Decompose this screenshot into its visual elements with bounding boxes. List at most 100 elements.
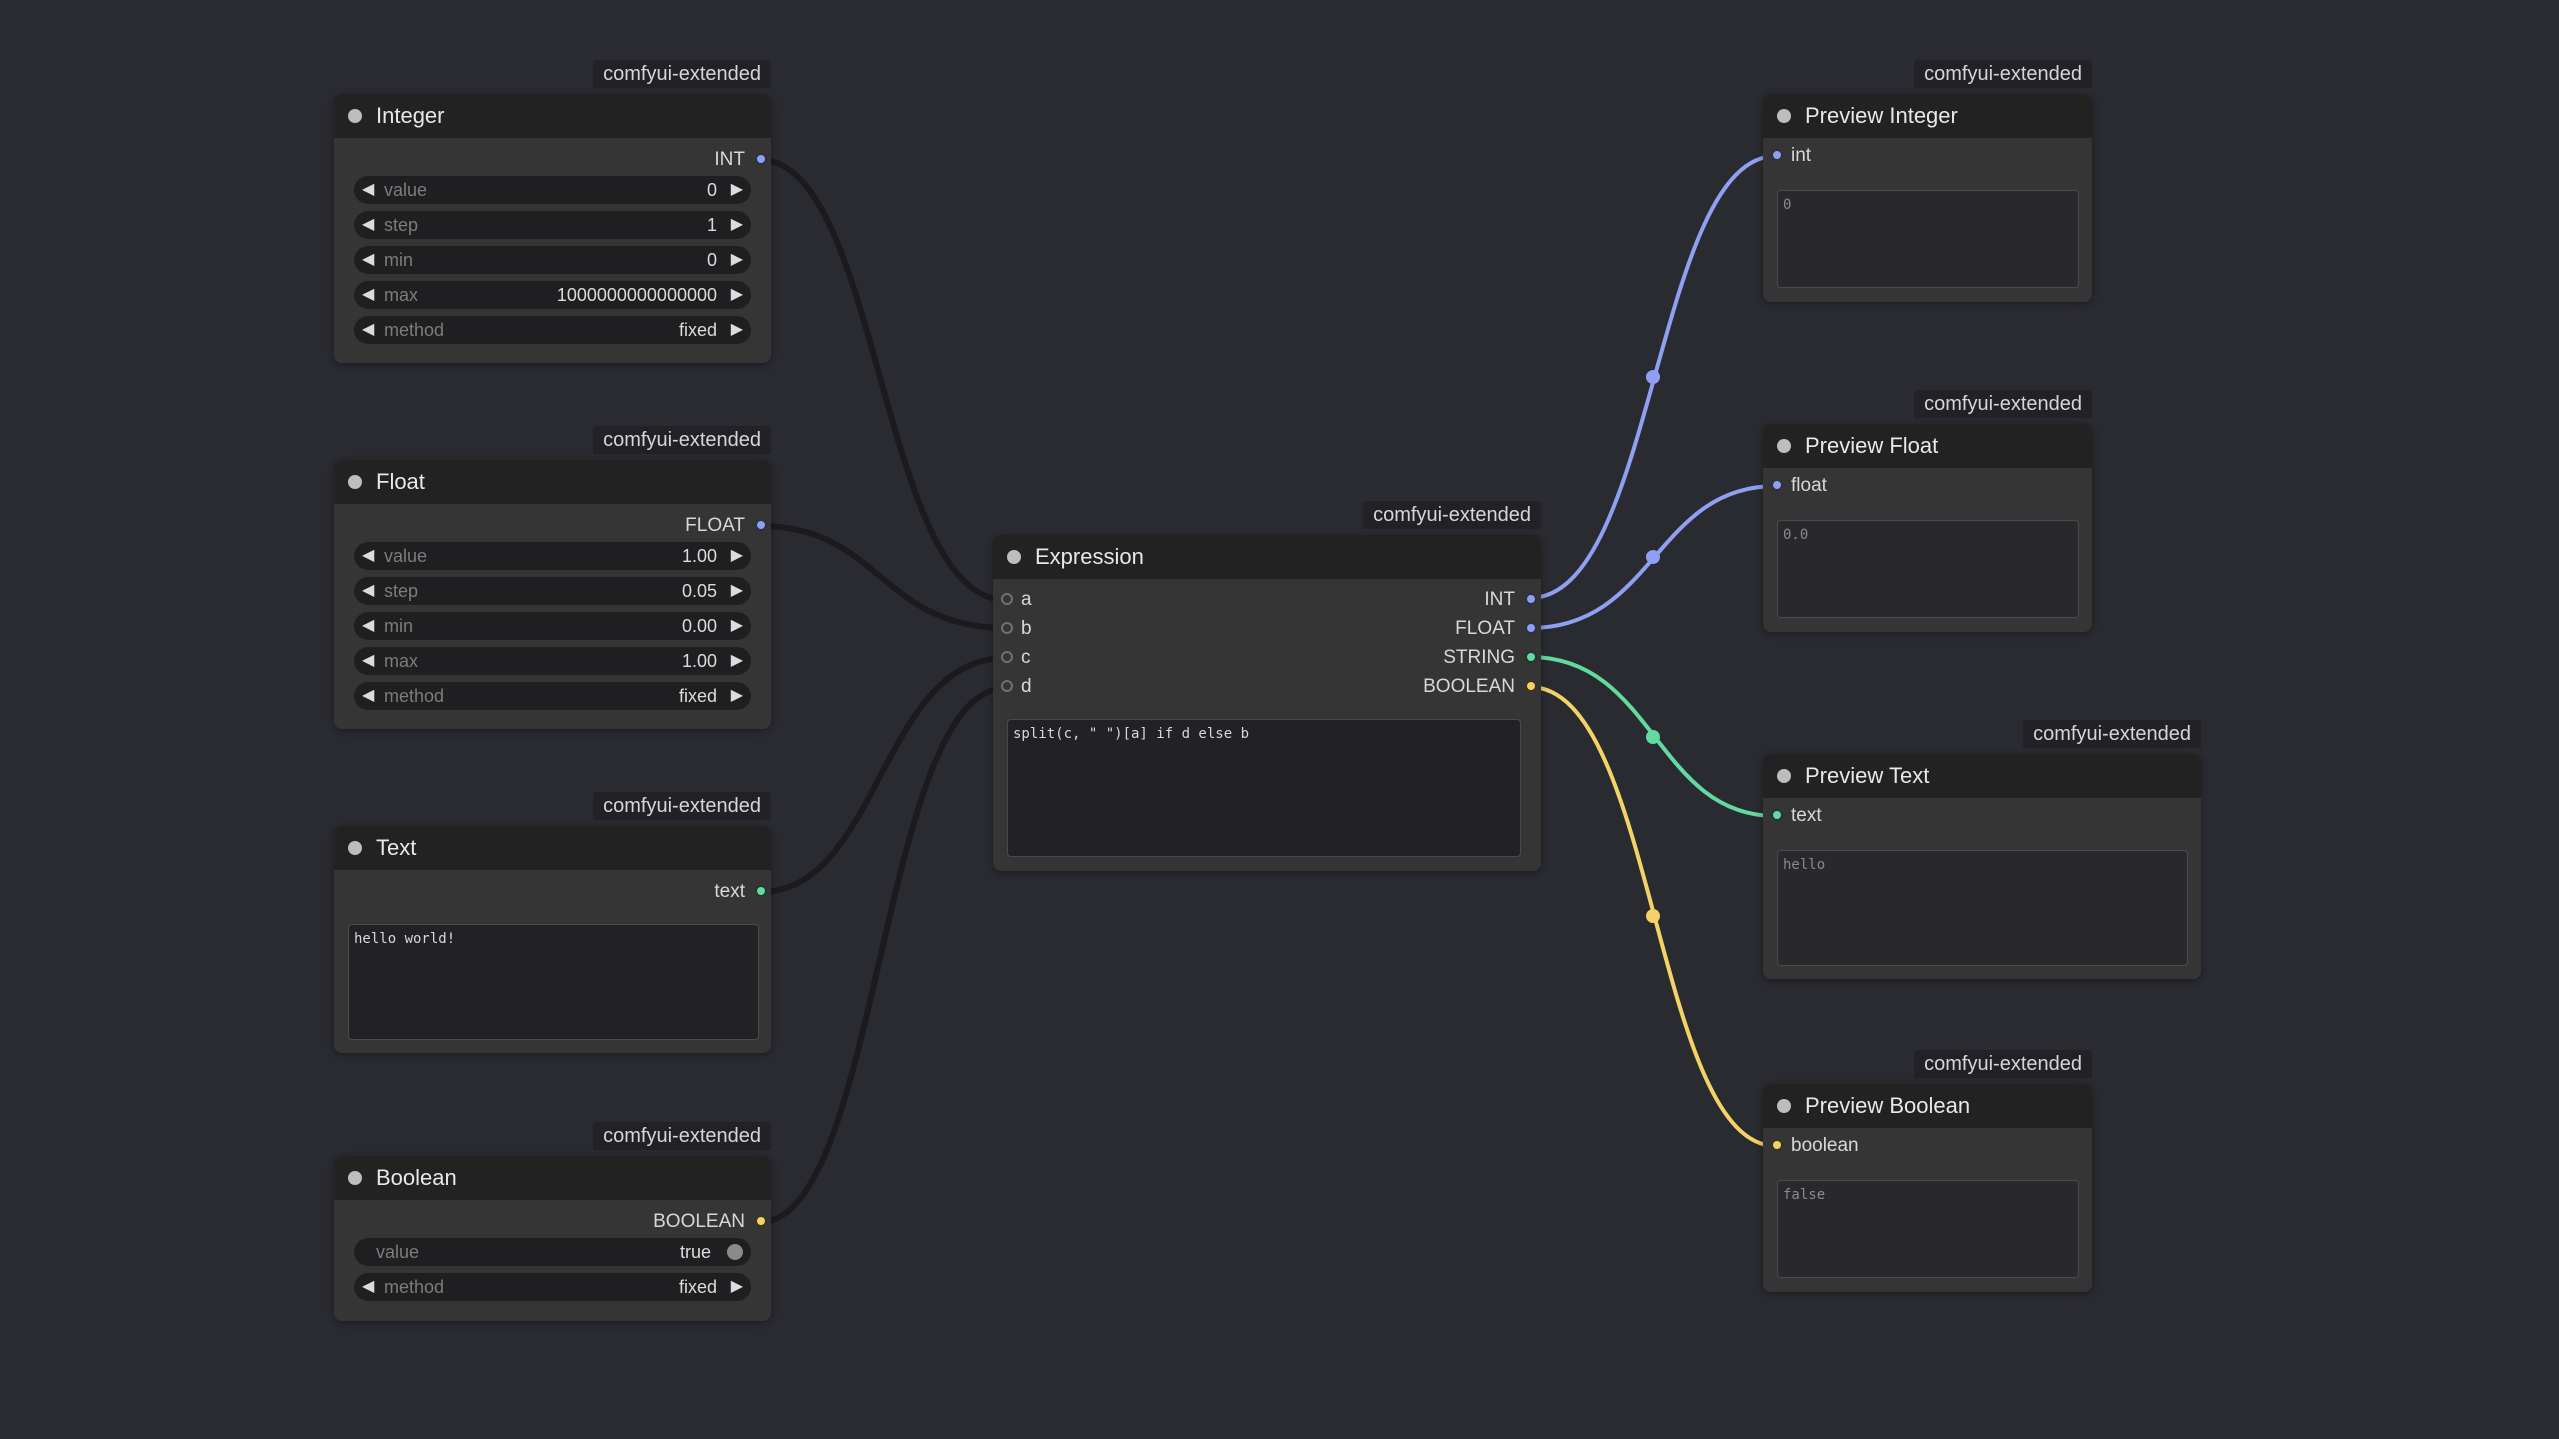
output-slot-float[interactable]: FLOAT [571,513,771,539]
triangle-right-icon[interactable]: ▶ [730,216,743,233]
link-midpoint-int[interactable] [1646,370,1660,384]
triangle-right-icon[interactable]: ▶ [730,582,743,599]
output-slot-float[interactable]: FLOAT [1321,616,1541,642]
input-slot-c[interactable]: c [993,645,1193,671]
triangle-left-icon[interactable]: ◀ [362,181,375,198]
text-node[interactable]: comfyui-extended Text text hello world! [334,792,771,1053]
boolean-node[interactable]: comfyui-extended Boolean BOOLEAN value t… [334,1122,771,1321]
link-midpoint-boolean[interactable] [1646,909,1660,923]
widget-step[interactable]: ◀ step 1 ▶ [354,211,751,239]
link-int-to-a[interactable] [759,157,1007,603]
widget-method[interactable]: ◀ method fixed ▶ [354,316,751,344]
input-slot-d[interactable]: d [993,674,1193,700]
widget-min[interactable]: ◀ min 0.00 ▶ [354,612,751,640]
input-slot-boolean[interactable]: boolean [1763,1133,1963,1159]
triangle-right-icon[interactable]: ▶ [730,652,743,669]
input-slot-b[interactable]: b [993,616,1193,642]
link-float-to-b[interactable] [759,523,1007,631]
input-slot-float[interactable]: float [1763,473,1963,499]
widget-max[interactable]: ◀ max 1.00 ▶ [354,647,751,675]
preview-float-node[interactable]: comfyui-extended Preview Float float 0.0 [1763,390,2092,632]
socket-icon[interactable] [1771,149,1783,161]
output-slot-boolean[interactable]: BOOLEAN [571,1209,771,1235]
triangle-left-icon[interactable]: ◀ [362,216,375,233]
circle-dot-icon[interactable] [1777,439,1791,453]
socket-icon[interactable] [755,519,767,531]
link-midpoint-string[interactable] [1646,730,1660,744]
triangle-right-icon[interactable]: ▶ [730,687,743,704]
node-header[interactable]: Float [334,460,771,504]
node-header[interactable]: Preview Text [1763,754,2201,798]
socket-icon[interactable] [1771,809,1783,821]
circle-dot-icon[interactable] [348,475,362,489]
expression-input[interactable]: split(c, " ")[a] if d else b [1007,719,1521,857]
widget-value[interactable]: ◀ value 1.00 ▶ [354,542,751,570]
triangle-right-icon[interactable]: ▶ [730,1278,743,1295]
triangle-right-icon[interactable]: ▶ [730,617,743,634]
expression-node[interactable]: comfyui-extended Expression a b c d INT … [993,501,1541,871]
widget-min[interactable]: ◀ min 0 ▶ [354,246,751,274]
node-header[interactable]: Integer [334,94,771,138]
widget-method[interactable]: ◀ method fixed ▶ [354,682,751,710]
text-input[interactable]: hello world! [348,924,759,1040]
triangle-right-icon[interactable]: ▶ [730,181,743,198]
circle-dot-icon[interactable] [1007,550,1021,564]
triangle-right-icon[interactable]: ▶ [730,251,743,268]
circle-dot-icon[interactable] [348,841,362,855]
integer-node[interactable]: comfyui-extended Integer INT ◀ value 0 ▶… [334,60,771,363]
output-slot-text[interactable]: text [571,879,771,905]
node-header[interactable]: Preview Integer [1763,94,2092,138]
node-header[interactable]: Boolean [334,1156,771,1200]
widget-max[interactable]: ◀ max 1000000000000000 ▶ [354,281,751,309]
triangle-left-icon[interactable]: ◀ [362,1278,375,1295]
socket-icon[interactable] [755,1215,767,1227]
preview-text-node[interactable]: comfyui-extended Preview Text text hello [1763,720,2201,979]
input-slot-int[interactable]: int [1763,143,1963,169]
triangle-left-icon[interactable]: ◀ [362,251,375,268]
widget-step[interactable]: ◀ step 0.05 ▶ [354,577,751,605]
triangle-right-icon[interactable]: ▶ [730,286,743,303]
triangle-right-icon[interactable]: ▶ [730,321,743,338]
widget-value[interactable]: ◀ value 0 ▶ [354,176,751,204]
socket-icon[interactable] [1525,651,1537,663]
circle-dot-icon[interactable] [348,1171,362,1185]
socket-icon[interactable] [1771,479,1783,491]
socket-icon[interactable] [1771,1139,1783,1151]
circle-dot-icon[interactable] [348,109,362,123]
input-slot-text[interactable]: text [1763,803,1963,829]
node-header[interactable]: Preview Boolean [1763,1084,2092,1128]
link-boolean-to-d[interactable] [759,685,1007,1225]
circle-dot-icon[interactable] [1777,1099,1791,1113]
link-midpoint-float[interactable] [1646,550,1660,564]
preview-integer-node[interactable]: comfyui-extended Preview Integer int 0 [1763,60,2092,302]
socket-icon[interactable] [1525,680,1537,692]
triangle-left-icon[interactable]: ◀ [362,652,375,669]
preview-boolean-node[interactable]: comfyui-extended Preview Boolean boolean… [1763,1050,2092,1292]
output-slot-int[interactable]: INT [571,147,771,173]
output-slot-boolean[interactable]: BOOLEAN [1321,674,1541,700]
socket-icon[interactable] [755,885,767,897]
socket-icon[interactable] [755,153,767,165]
triangle-left-icon[interactable]: ◀ [362,582,375,599]
triangle-left-icon[interactable]: ◀ [362,687,375,704]
node-header[interactable]: Text [334,826,771,870]
socket-icon[interactable] [1001,622,1013,634]
circle-dot-icon[interactable] [1777,109,1791,123]
triangle-left-icon[interactable]: ◀ [362,321,375,338]
socket-icon[interactable] [1001,680,1013,692]
node-header[interactable]: Expression [993,535,1541,579]
output-slot-int[interactable]: INT [1321,587,1541,613]
input-slot-a[interactable]: a [993,587,1193,613]
widget-method[interactable]: ◀ method fixed ▶ [354,1273,751,1301]
socket-icon[interactable] [1525,593,1537,605]
triangle-left-icon[interactable]: ◀ [362,617,375,634]
triangle-left-icon[interactable]: ◀ [362,547,375,564]
triangle-left-icon[interactable]: ◀ [362,286,375,303]
triangle-right-icon[interactable]: ▶ [730,547,743,564]
link-text-to-c[interactable] [759,655,1007,895]
float-node[interactable]: comfyui-extended Float FLOAT ◀ value 1.0… [334,426,771,729]
widget-value-toggle[interactable]: value true [354,1238,751,1266]
output-slot-string[interactable]: STRING [1321,645,1541,671]
toggle-knob-icon[interactable] [727,1244,743,1260]
socket-icon[interactable] [1525,622,1537,634]
